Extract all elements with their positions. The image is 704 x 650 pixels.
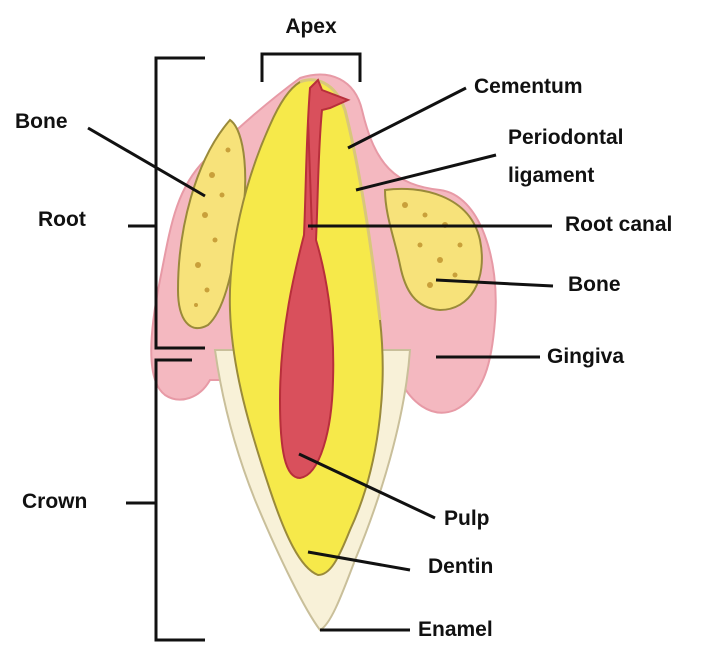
- label-pulp: Pulp: [444, 507, 490, 530]
- label-bone-right: Bone: [568, 273, 621, 296]
- label-apex: Apex: [285, 15, 337, 38]
- label-bone-left: Bone: [15, 110, 68, 133]
- label-root: Root: [38, 208, 86, 231]
- label-root-canal: Root canal: [565, 213, 672, 236]
- label-cementum: Cementum: [474, 75, 583, 98]
- label-enamel: Enamel: [418, 618, 493, 641]
- label-periodontal: Periodontal: [508, 126, 624, 149]
- label-ligament: ligament: [508, 164, 594, 187]
- label-crown: Crown: [22, 490, 87, 513]
- label-dentin: Dentin: [428, 555, 493, 578]
- leader-bone-left: [88, 128, 205, 196]
- crown-bracket: [126, 360, 205, 640]
- leader-cementum: [348, 88, 466, 148]
- label-gingiva: Gingiva: [547, 345, 624, 368]
